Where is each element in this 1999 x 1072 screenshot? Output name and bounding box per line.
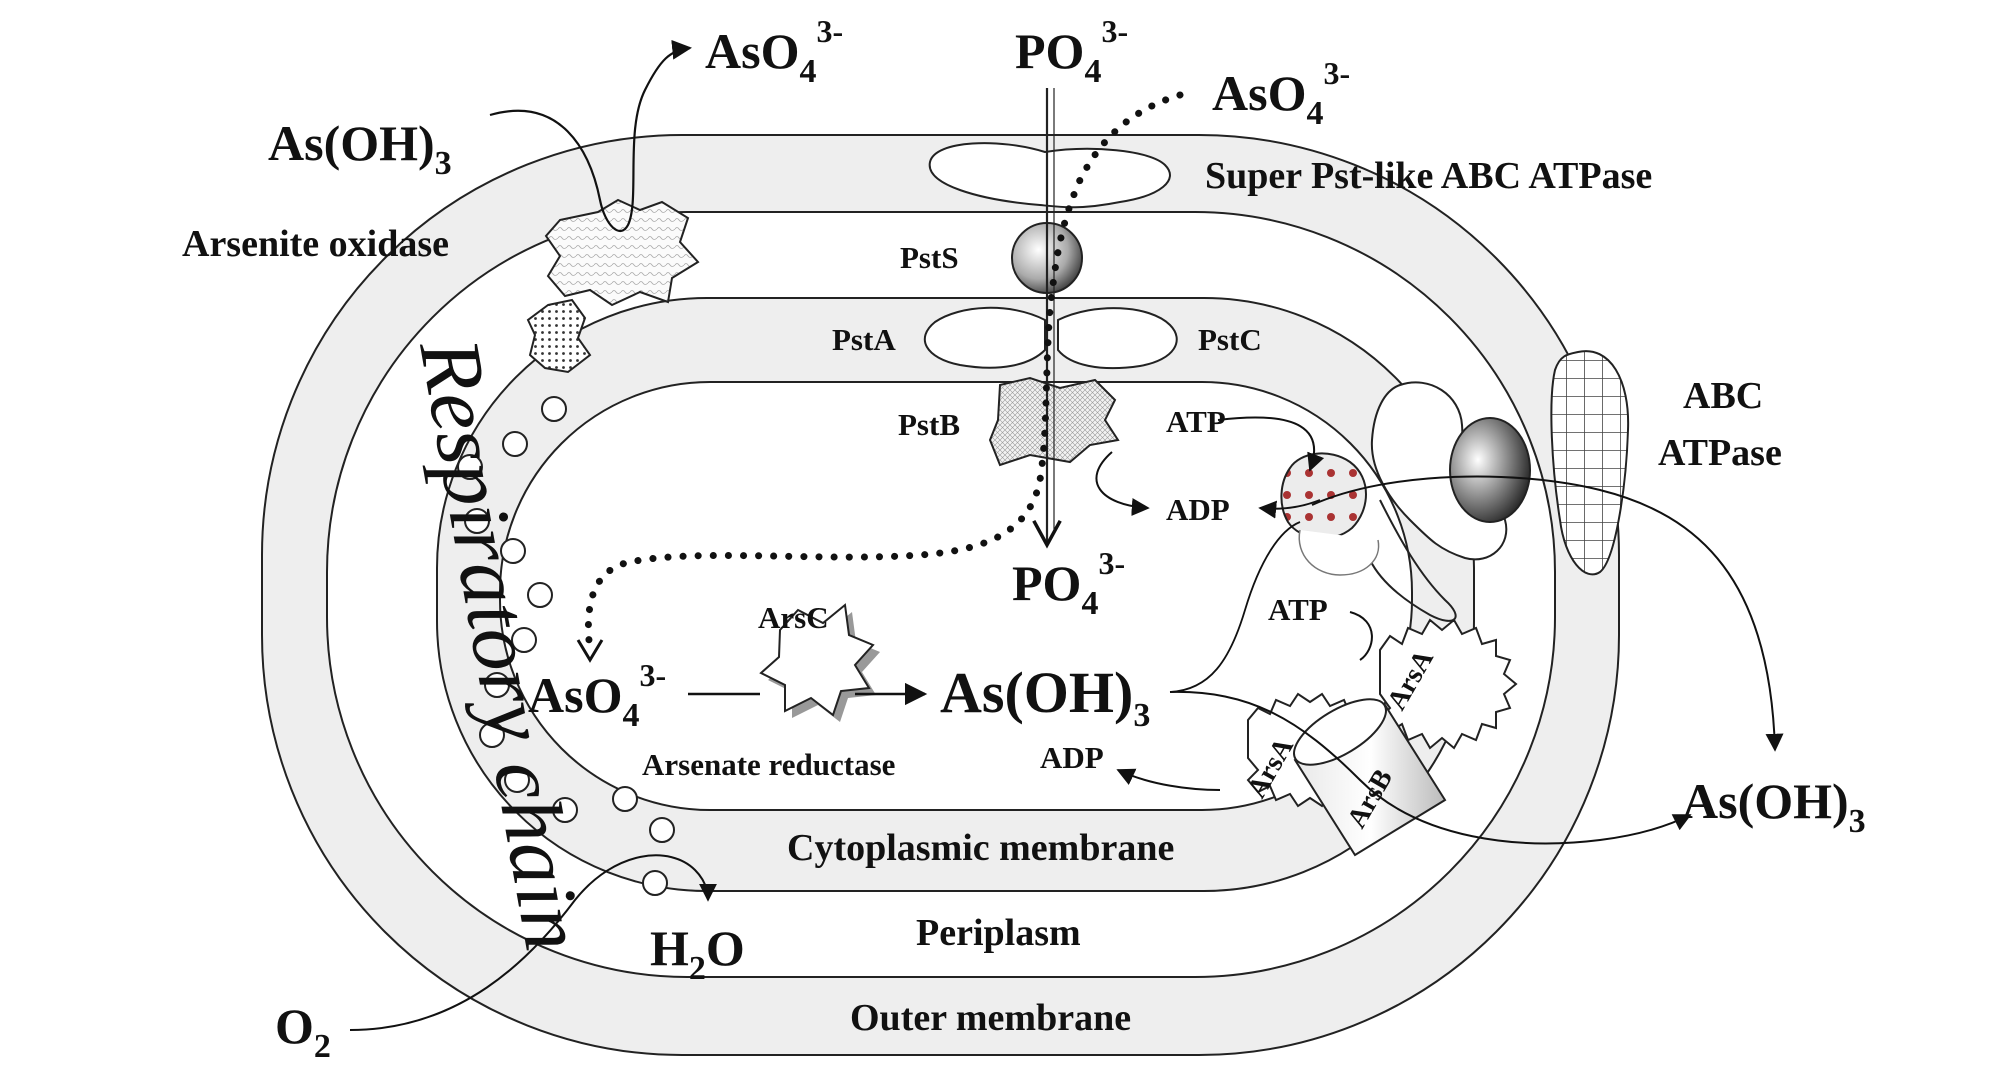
arsenate-uptake-arrowhead: [576, 639, 604, 663]
abc-atpase-nbd-lower: [1298, 529, 1380, 576]
abc-atpase-porin: [1550, 350, 1630, 576]
abc-atpase-lower-body: [1369, 499, 1457, 622]
super-pst-label: Super Pst-like ABC ATPase: [1205, 155, 1652, 197]
po4-top-label: PO43-: [1015, 13, 1128, 90]
respiratory-chain-circles: [457, 396, 675, 896]
arsenite-oxidase-label: Arsenite oxidase: [182, 223, 449, 265]
arsenite-oxidation-arrow: [489, 39, 692, 233]
pstA-protein: [923, 306, 1046, 369]
aso4-mid-label: AsO43-: [528, 657, 666, 734]
atp-upper-label: ATP: [1166, 404, 1226, 439]
abc-atpase-oval: [1449, 417, 1531, 523]
arsenate-reductase-label: Arsenate reductase: [642, 747, 895, 782]
oxygen-reduction-arrow: [349, 854, 717, 1031]
atp-upper-arrow: [1217, 416, 1325, 472]
adp-lower-label: ADP: [1040, 740, 1104, 775]
arsC-star: [759, 603, 875, 717]
pstC-label: PstC: [1198, 322, 1262, 357]
arsB-cylinder: [1293, 698, 1447, 857]
abc-export-arrow: [1311, 475, 1784, 752]
cytoplasm-region: [499, 381, 1413, 811]
outer-membrane-label: Outer membrane: [850, 997, 1131, 1039]
aso4-top-label: AsO43-: [705, 13, 843, 90]
po4-mid-label: PO43-: [1012, 545, 1125, 622]
arsC-label: ArsC: [758, 600, 829, 635]
pstC-protein: [1057, 307, 1178, 370]
asoh3-to-abc-line: [1169, 521, 1301, 693]
atp-lower-arrow: [1349, 611, 1373, 661]
pstA-label: PstA: [832, 322, 896, 357]
arsA-gear-upper: [1378, 618, 1518, 750]
abc-atpase-nbd: [1280, 452, 1367, 540]
arsenite-oxidase-subunit: [526, 298, 592, 374]
adp-upper-arrow: [1095, 451, 1150, 516]
arsenite-oxidase-protein: [544, 198, 700, 307]
h2o-label: H2O: [650, 920, 745, 987]
pstS-label: PstS: [900, 240, 959, 275]
atp-lower-label: ATP: [1268, 592, 1328, 627]
pstB-label: PstB: [898, 407, 960, 442]
adp-upper-label: ADP: [1166, 492, 1230, 527]
periplasm-label: Periplasm: [916, 912, 1081, 954]
arsenate-uptake-dotted-path: [584, 91, 1184, 654]
adp-lower-arrow: [1116, 768, 1221, 791]
abc-label: ABC: [1683, 375, 1763, 417]
adp-upper-arrow-right: [1258, 499, 1321, 519]
atpase-label: ATPase: [1658, 432, 1782, 474]
asoh3-top-label: As(OH)3: [268, 115, 452, 182]
o2-label: O2: [275, 998, 331, 1065]
cytoplasmic-membrane-label: Cytoplasmic membrane: [787, 827, 1174, 869]
asoh3-mid-label: As(OH)3: [940, 660, 1150, 734]
arsAB-export-arrow: [1169, 690, 1692, 845]
aso4-right-label: AsO43-: [1212, 55, 1350, 132]
outer-pst-porin: [928, 142, 1171, 209]
asoh3-right-label: As(OH)3: [1682, 773, 1866, 840]
